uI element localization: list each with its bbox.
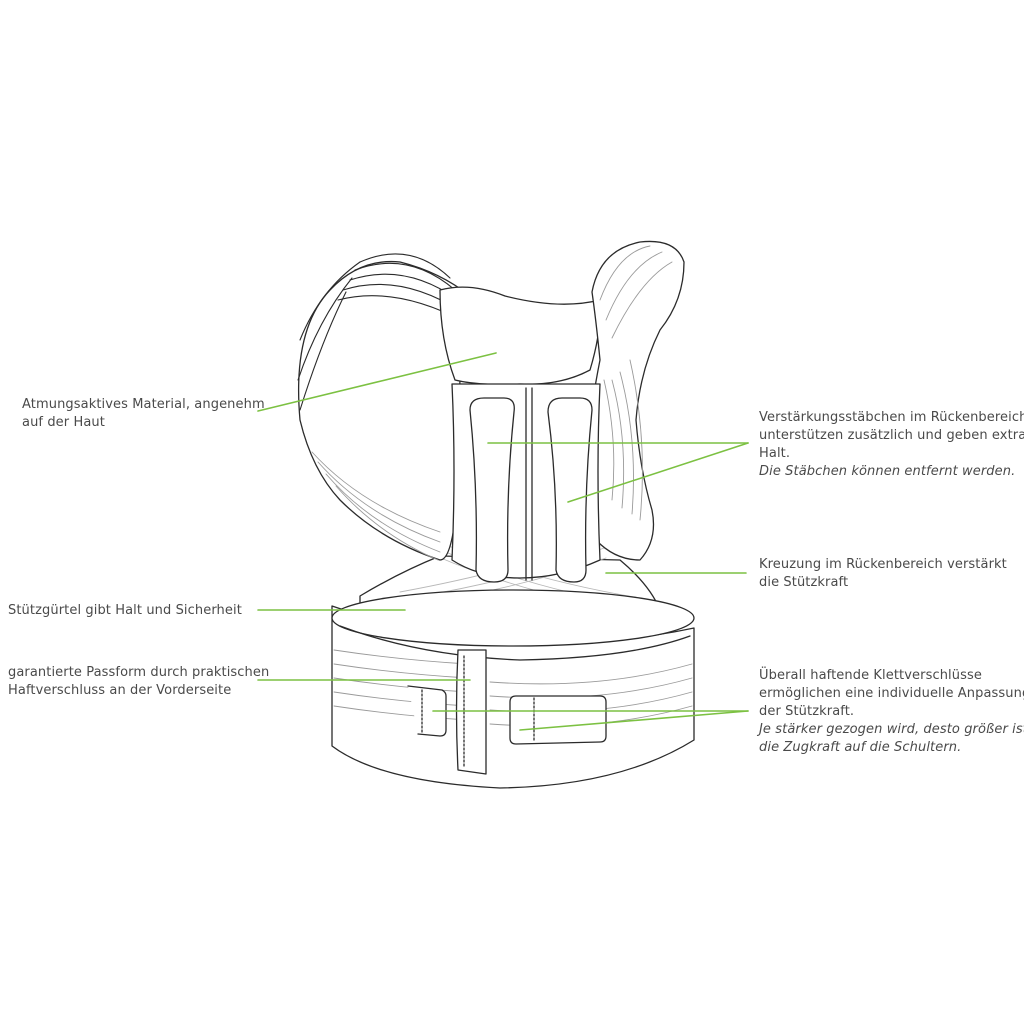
right-rod bbox=[547, 397, 593, 583]
upper-back-yoke bbox=[439, 286, 601, 386]
velcro-tab-left bbox=[407, 685, 447, 737]
left-strap-bands bbox=[297, 253, 466, 411]
annotation-material-line-1: Atmungsaktives Material, angenehm bbox=[22, 397, 265, 412]
annotation-reinforcement-line-1: Verstärkungsstäbchen im Rückenbereich bbox=[759, 410, 1024, 425]
annotation-crossing: Kreuzung im Rückenbereich verstärkt die … bbox=[759, 556, 1007, 592]
annotation-fit: garantierte Passform durch praktischen H… bbox=[8, 664, 269, 700]
annotation-material: Atmungsaktives Material, angenehm auf de… bbox=[22, 396, 265, 432]
left-rod bbox=[469, 397, 515, 583]
annotation-fit-line-1: garantierte Passform durch praktischen bbox=[8, 665, 270, 680]
annotation-reinforcement-line-3: Halt. bbox=[759, 446, 791, 461]
annotation-crossing-line-1: Kreuzung im Rückenbereich verstärkt bbox=[759, 557, 1007, 572]
annotation-velcro-note-1: Je stärker gezogen wird, desto größer is… bbox=[759, 722, 1024, 737]
annotation-reinforcement-line-2: unterstützen zusätzlich und geben extra bbox=[759, 428, 1024, 443]
velcro-tab-right bbox=[509, 695, 607, 745]
annotation-velcro-line-3: der Stützkraft. bbox=[759, 704, 855, 719]
annotation-velcro: Überall haftende Klettverschlüsse ermögl… bbox=[759, 667, 1024, 757]
leader-reinforcement-b bbox=[567, 442, 749, 503]
leader-material bbox=[257, 352, 497, 412]
annotation-belt: Stützgürtel gibt Halt und Sicherheit bbox=[8, 602, 242, 620]
annotation-belt-line-1: Stützgürtel gibt Halt und Sicherheit bbox=[8, 603, 242, 618]
annotation-reinforcement-note: Die Stäbchen können entfernt werden. bbox=[759, 464, 1016, 479]
leader-velcro-b bbox=[519, 710, 749, 731]
annotation-crossing-line-2: die Stützkraft bbox=[759, 575, 849, 590]
front-closure-flap bbox=[455, 649, 487, 775]
annotation-material-line-2: auf der Haut bbox=[22, 415, 105, 430]
annotation-velcro-line-2: ermöglichen eine individuelle Anpassung bbox=[759, 686, 1024, 701]
annotation-reinforcement: Verstärkungsstäbchen im Rückenbereich un… bbox=[759, 409, 1024, 481]
belt-top bbox=[331, 589, 695, 647]
annotation-velcro-line-1: Überall haftende Klettverschlüsse bbox=[759, 668, 982, 683]
annotation-velcro-note-2: die Zugkraft auf die Schultern. bbox=[759, 740, 962, 755]
left-lower-band bbox=[311, 451, 441, 561]
annotation-fit-line-2: Haftverschluss an der Vorderseite bbox=[8, 683, 232, 698]
belt-inner-rim bbox=[339, 625, 691, 661]
